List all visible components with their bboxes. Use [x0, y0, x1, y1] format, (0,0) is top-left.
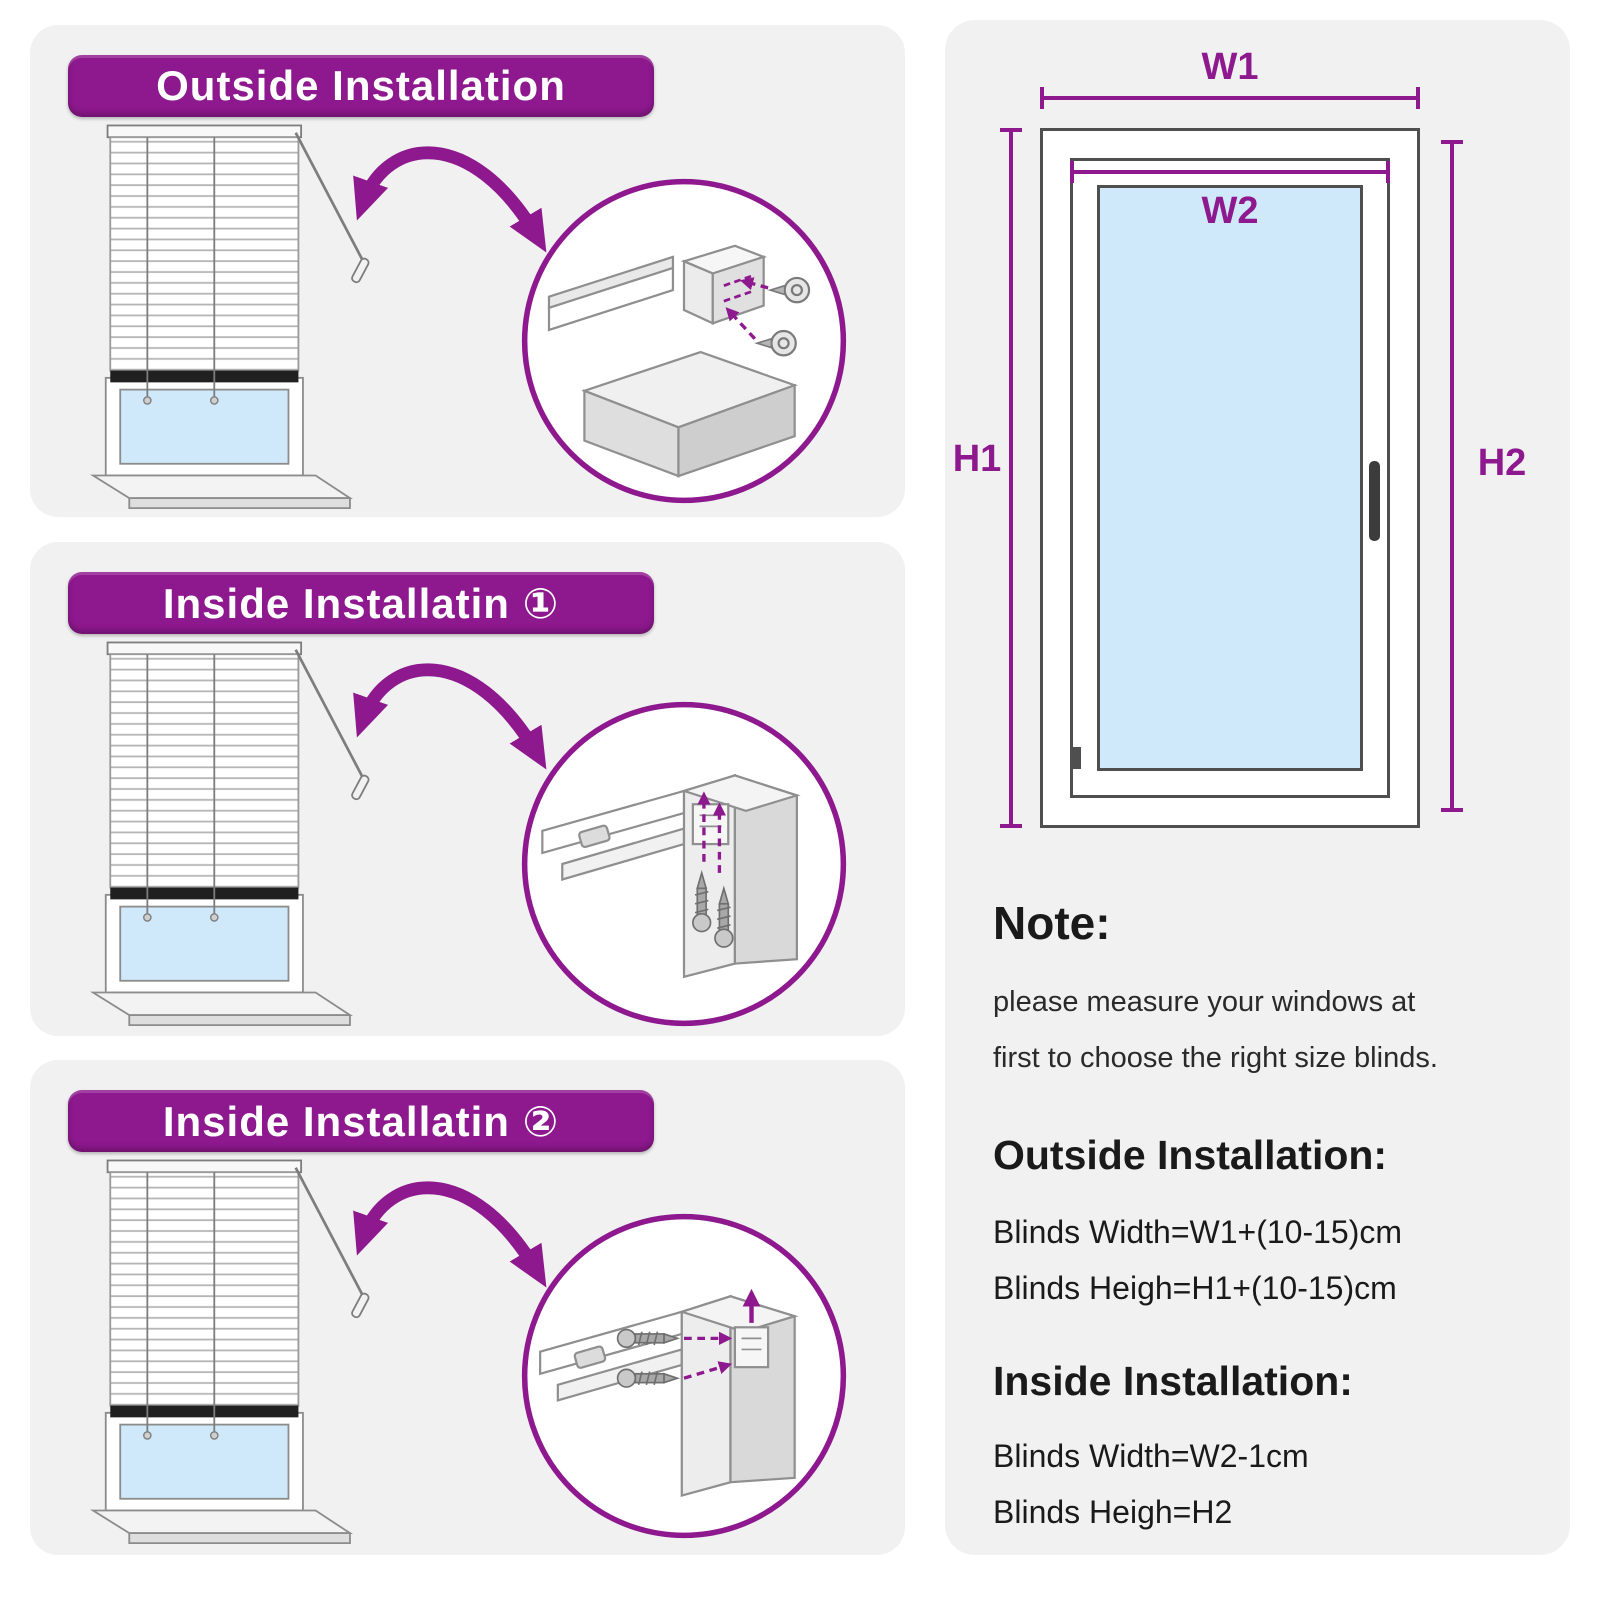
outside-installation-panel: Outside Installation: [30, 25, 905, 517]
inside-installation-2-panel: Inside Installatin ②: [30, 1060, 905, 1555]
inside-installation-1-banner: Inside Installatin ①: [68, 572, 654, 634]
bracket-detail-inside-1: [518, 698, 850, 1030]
inside-height-formula: Blinds Heigh=H2: [993, 1494, 1233, 1530]
blinds-illustration: [82, 1146, 390, 1544]
inside-installation-1-title: Inside Installatin ①: [162, 579, 560, 627]
outside-width-formula: Blinds Width=W1+(10-15)cm: [993, 1214, 1403, 1250]
note-line-1: please measure your windows at: [993, 986, 1416, 1018]
outside-installation-heading: Outside Installation:: [993, 1132, 1388, 1178]
w2-dimension-line: [1070, 161, 1390, 183]
outside-installation-banner: Outside Installation: [68, 55, 654, 117]
note-line-2: first to choose the right size blinds.: [993, 1042, 1438, 1074]
w1-label: W1: [1201, 46, 1259, 88]
h2-dimension-line: [1441, 140, 1463, 812]
bracket-detail-inside-2: [518, 1210, 850, 1542]
inside-installation-heading: Inside Installation:: [993, 1358, 1353, 1404]
inside-installation-2-title: Inside Installatin ②: [162, 1097, 560, 1145]
w1-dimension-line: [1040, 87, 1420, 109]
window-glass: [1097, 185, 1363, 771]
inside-installation-1-panel: Inside Installatin ①: [30, 542, 905, 1036]
h2-label: H2: [1477, 442, 1527, 484]
w2-label: W2: [1201, 190, 1259, 232]
note-heading: Note:: [993, 897, 1111, 949]
bracket-detail-outside: [518, 175, 850, 507]
window-hinge: [1073, 747, 1081, 769]
h1-dimension-line: [1000, 128, 1022, 828]
window-outer-frame: [1040, 128, 1420, 828]
outside-height-formula: Blinds Heigh=H1+(10-15)cm: [993, 1270, 1397, 1306]
inside-width-formula: Blinds Width=W2-1cm: [993, 1438, 1309, 1474]
outside-installation-title: Outside Installation: [156, 62, 566, 109]
window-handle: [1369, 461, 1380, 541]
h1-label: H1: [952, 438, 1002, 480]
blinds-illustration: [82, 628, 390, 1026]
window-inner-frame: [1070, 158, 1390, 798]
measurement-panel: W1 W2 H1 H2 Note: please measure your wi…: [945, 20, 1570, 1555]
blinds-illustration: [82, 111, 390, 509]
inside-installation-2-banner: Inside Installatin ②: [68, 1090, 654, 1152]
